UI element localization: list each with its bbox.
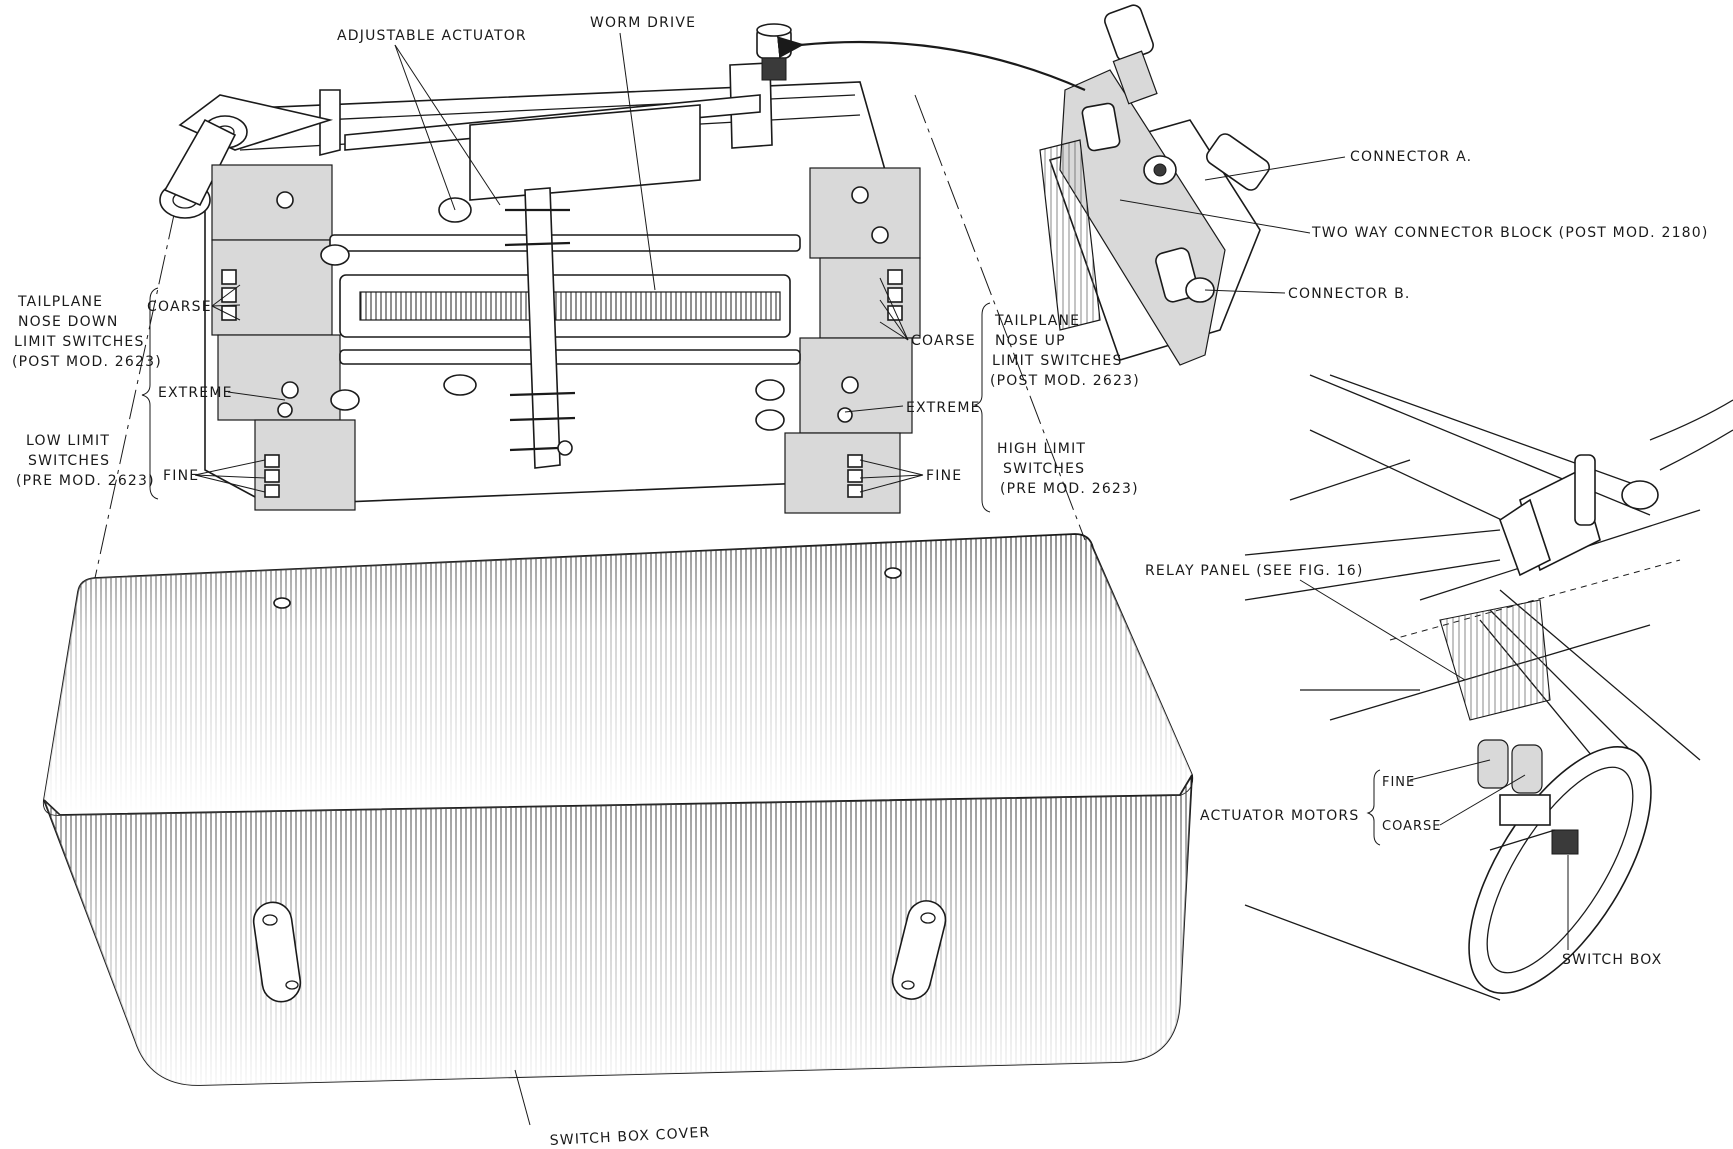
label-connector-a: CONNECTOR A. [1350,149,1472,165]
label-low-limit-switches: LOW LIMIT SWITCHES (PRE MOD. 2623) [16,433,155,489]
label-tailplane-nose-down: TAILPLANE NOSE DOWN LIMIT SWITCHES (POST… [12,294,162,370]
switch-box-mechanism [159,23,921,514]
label-relay-panel: RELAY PANEL (SEE FIG. 16) [1145,563,1364,579]
switch-box-cover-drawing [42,533,1194,1086]
label-tailplane-nose-up: TAILPLANE NOSE UP LIMIT SWITCHES (POST M… [990,313,1140,389]
label-switch-box-cover: SWITCH BOX COVER [549,1125,710,1149]
label-right-extreme: EXTREME [906,400,981,416]
label-motor-coarse: COARSE [1382,819,1441,834]
label-worm-drive: WORM DRIVE [590,15,696,31]
label-motor-fine: FINE [1382,775,1415,790]
label-actuator-motors: ACTUATOR MOTORS [1200,808,1359,824]
installation-view-drawing [1244,374,1733,1001]
label-left-coarse: COARSE [147,299,212,315]
label-left-extreme: EXTREME [158,385,233,401]
label-right-coarse: COARSE [911,333,976,349]
label-left-fine: FINE [163,468,199,484]
label-two-way-connector-block: TWO WAY CONNECTOR BLOCK (POST MOD. 2180) [1311,225,1709,241]
two-way-connector-block-drawing [1039,4,1270,366]
label-high-limit-switches: HIGH LIMIT SWITCHES (PRE MOD. 2623) [997,441,1139,497]
label-right-fine: FINE [926,468,962,484]
label-adjustable-actuator: ADJUSTABLE ACTUATOR [337,28,527,44]
connector-arrow [777,36,1086,92]
labels: ADJUSTABLE ACTUATOR WORM DRIVE CONNECTOR… [12,15,1709,1149]
projection-lines [94,94,1086,579]
label-switch-box: SWITCH BOX [1562,952,1662,968]
leader-lines [141,32,1569,1126]
label-connector-b: CONNECTOR B. [1288,286,1411,302]
